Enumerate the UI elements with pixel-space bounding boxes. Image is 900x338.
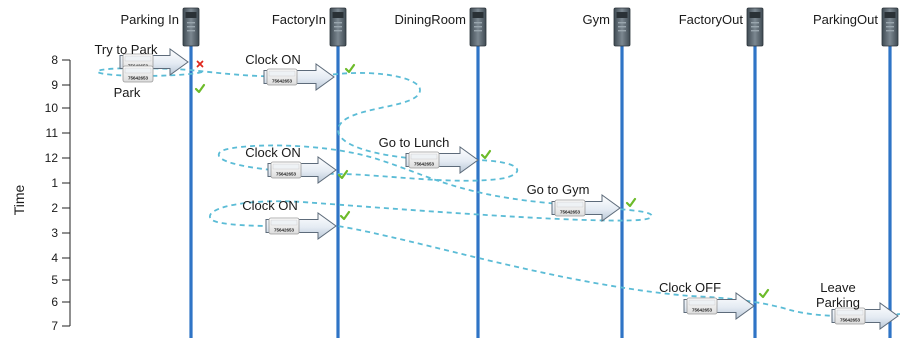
lane-factory-in: FactoryIn <box>272 7 347 338</box>
axis-tick-label: 1 <box>51 176 58 190</box>
axis-tick-label: 7 <box>51 319 58 333</box>
actions: 75642653Try to Park75642653Park75642653C… <box>94 42 899 330</box>
action-clock-on-2: 75642653 Clock ON <box>245 145 349 184</box>
action-label: Clock ON <box>245 145 301 160</box>
axis-tick-label: 9 <box>51 78 58 92</box>
access-card-icon: 75642653 <box>268 217 300 235</box>
action-label: Go to Gym <box>527 182 590 197</box>
action-clock-off: 75642653 Clock OFF <box>659 280 770 320</box>
lane-label: Gym <box>583 12 610 27</box>
lane-label: DiningRoom <box>394 12 466 27</box>
card-number: 75642653 <box>692 308 713 313</box>
card-reader-icon <box>746 7 764 47</box>
axis-tick-label: 12 <box>45 151 59 165</box>
check-icon <box>758 288 770 299</box>
card-number: 75642653 <box>274 228 295 233</box>
access-card-icon: 75642653 <box>686 297 718 315</box>
action-label: Park <box>114 85 141 100</box>
access-card-icon: 75642653 <box>266 68 298 86</box>
lanes: Parking In FactoryIn DiningRoom Gym FactoryO… <box>120 7 899 338</box>
action-go-to-lunch: 75642653 Go to Lunch <box>379 135 492 174</box>
lane-parking-out: ParkingOut <box>813 7 899 338</box>
card-number: 75642653 <box>840 318 861 323</box>
axis-tick-label: 4 <box>51 251 58 265</box>
card-number: 75642653 <box>128 76 149 81</box>
lane-gym: Gym <box>583 7 631 338</box>
card-reader-icon <box>613 7 631 47</box>
check-icon <box>337 169 349 180</box>
action-label: Clock ON <box>245 52 301 67</box>
axis-title: Time <box>11 184 27 215</box>
card-reader-icon <box>469 7 487 47</box>
card-reader-icon <box>329 7 347 47</box>
card-number: 75642653 <box>414 162 435 167</box>
check-icon <box>480 149 492 160</box>
axis-tick-label: 11 <box>46 126 59 140</box>
journey-path <box>96 67 900 318</box>
action-label: Clock OFF <box>659 280 721 295</box>
card-number: 75642653 <box>276 172 297 177</box>
access-card-icon: 75642653 <box>834 307 866 325</box>
check-icon <box>194 83 206 94</box>
lane-parking-in: Parking In <box>120 7 200 338</box>
access-card-icon: 75642653 <box>122 65 154 83</box>
lane-label: FactoryIn <box>272 12 326 27</box>
axis-tick-label: 10 <box>45 101 59 115</box>
lane-label: ParkingOut <box>813 12 878 27</box>
axis-tick-label: 2 <box>51 201 58 215</box>
action-label: Go to Lunch <box>379 135 450 150</box>
access-card-icon: 75642653 <box>408 151 440 169</box>
card-number: 75642653 <box>272 79 293 84</box>
lane-label: FactoryOut <box>679 12 744 27</box>
action-clock-on-3: 75642653 Clock ON <box>242 198 351 240</box>
axis-tick-label: 8 <box>51 53 58 67</box>
check-icon <box>344 63 356 74</box>
action-go-to-gym: 75642653 Go to Gym <box>527 182 637 222</box>
axis-tick-label: 5 <box>51 273 58 287</box>
action-clock-on-1: 75642653 Clock ON <box>245 52 356 91</box>
card-reader-icon <box>881 7 899 47</box>
access-card-icon: 75642653 <box>270 161 302 179</box>
card-number: 75642653 <box>560 210 581 215</box>
axis-tick-label: 6 <box>51 295 58 309</box>
access-card-icon: 75642653 <box>554 199 586 217</box>
cross-icon <box>196 60 204 68</box>
check-icon <box>625 197 637 208</box>
card-reader-icon <box>182 7 200 47</box>
lane-label: Parking In <box>120 12 179 27</box>
axis-tick-label: 3 <box>51 226 58 240</box>
action-label: Try to Park <box>94 42 158 57</box>
lane-dining-room: DiningRoom <box>394 7 487 338</box>
lane-factory-out: FactoryOut <box>679 7 764 338</box>
check-icon <box>339 210 351 221</box>
action-label: Clock ON <box>242 198 298 213</box>
